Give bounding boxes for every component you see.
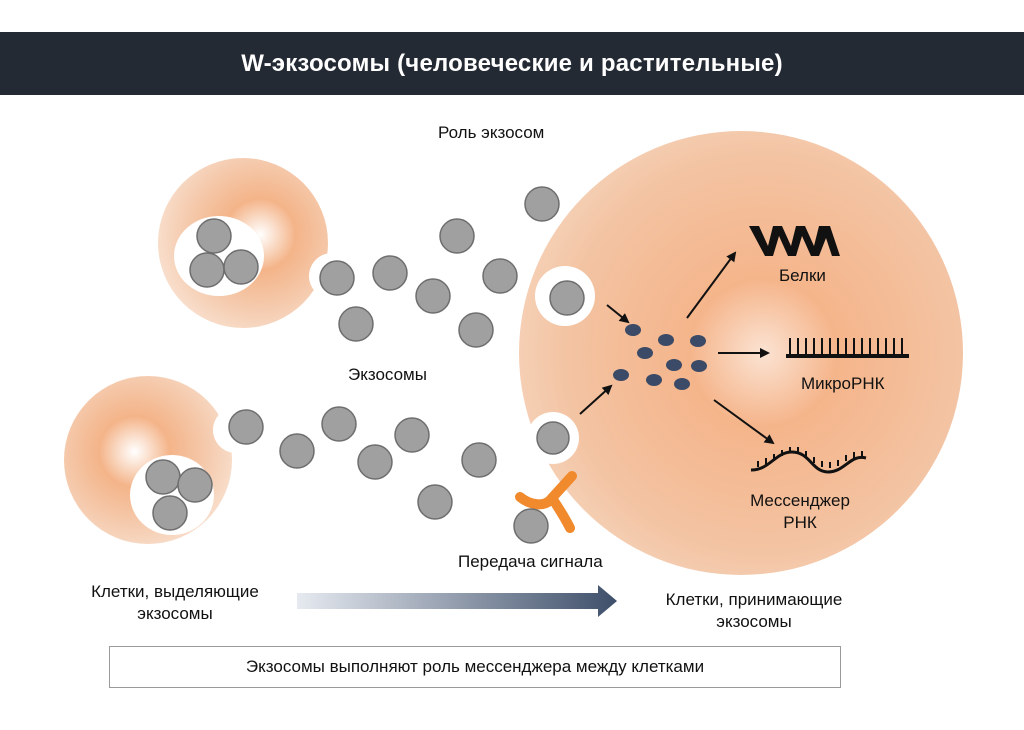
- caption-text: Экзосомы выполняют роль мессенджера межд…: [245, 657, 705, 676]
- proteins-label: Белки: [779, 266, 826, 285]
- top-label: Роль экзосом: [438, 123, 545, 142]
- exosomes: [228, 186, 585, 520]
- secreting-cell-bottom: [64, 376, 259, 544]
- caption-box: Экзосомы выполняют роль мессенджера межд…: [109, 646, 841, 688]
- secreting-cell-top: [158, 158, 355, 328]
- secreting-cells-line1: Клетки, выделяющие: [91, 582, 259, 601]
- receiving-cells-label: Клетки, принимающие экзосомы: [634, 589, 874, 633]
- messenger-rna-label-line1: Мессенджер: [750, 491, 850, 510]
- secreting-cells-label: Клетки, выделяющие экзосомы: [60, 581, 290, 625]
- arrows: [579, 251, 775, 445]
- receptor-icon: [513, 471, 577, 544]
- title-bar: W-экзосомы (человеческие и растительные): [0, 32, 1024, 95]
- signal-label: Передача сигнала: [458, 552, 603, 571]
- molecule-cluster: [613, 324, 707, 390]
- receiving-cells-line1: Клетки, принимающие: [665, 590, 843, 609]
- direction-arrow: [297, 585, 617, 617]
- receiving-cells-line2: экзосомы: [716, 612, 792, 631]
- messenger-rna-icon: [750, 447, 867, 474]
- microrna-label: МикроРНК: [801, 374, 885, 393]
- secreting-cells-line2: экзосомы: [137, 604, 213, 623]
- exosomes-label: Экзосомы: [348, 365, 427, 384]
- protein-icon: [749, 226, 840, 256]
- microrna-icon: [786, 338, 909, 358]
- page-title: W-экзосомы (человеческие и растительные): [241, 49, 783, 77]
- messenger-rna-label: Мессенджер РНК: [725, 490, 875, 534]
- messenger-rna-label-line2: РНК: [783, 513, 817, 532]
